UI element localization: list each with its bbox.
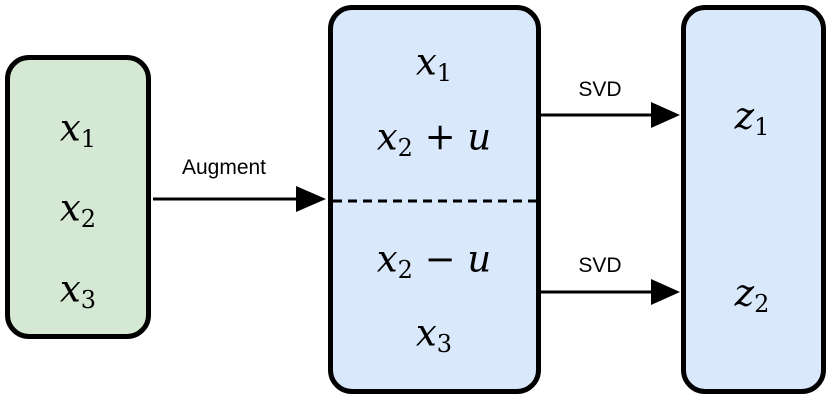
svd-label-bottom: SVD [578,254,622,277]
augmented-x2-minus-u: x2 − u [376,237,492,285]
output-z1: z1 [734,94,770,142]
input-x3: x3 [59,267,97,315]
augment-arrow-head [296,186,326,212]
svd-arrow-top-head [651,102,680,128]
augmented-x1: x1 [415,40,453,88]
augment-label: Augment [181,156,267,179]
svd-label-top: SVD [578,78,622,101]
augmented-x3: x3 [415,311,453,359]
input-x2: x2 [59,186,97,234]
output-z2: z2 [734,271,770,319]
output-block [681,5,826,394]
augmented-x2-plus-u: x2 + u [376,115,492,163]
input-x1: x1 [59,106,97,154]
svd-arrow-bottom-head [651,279,680,305]
input-block [5,55,151,339]
